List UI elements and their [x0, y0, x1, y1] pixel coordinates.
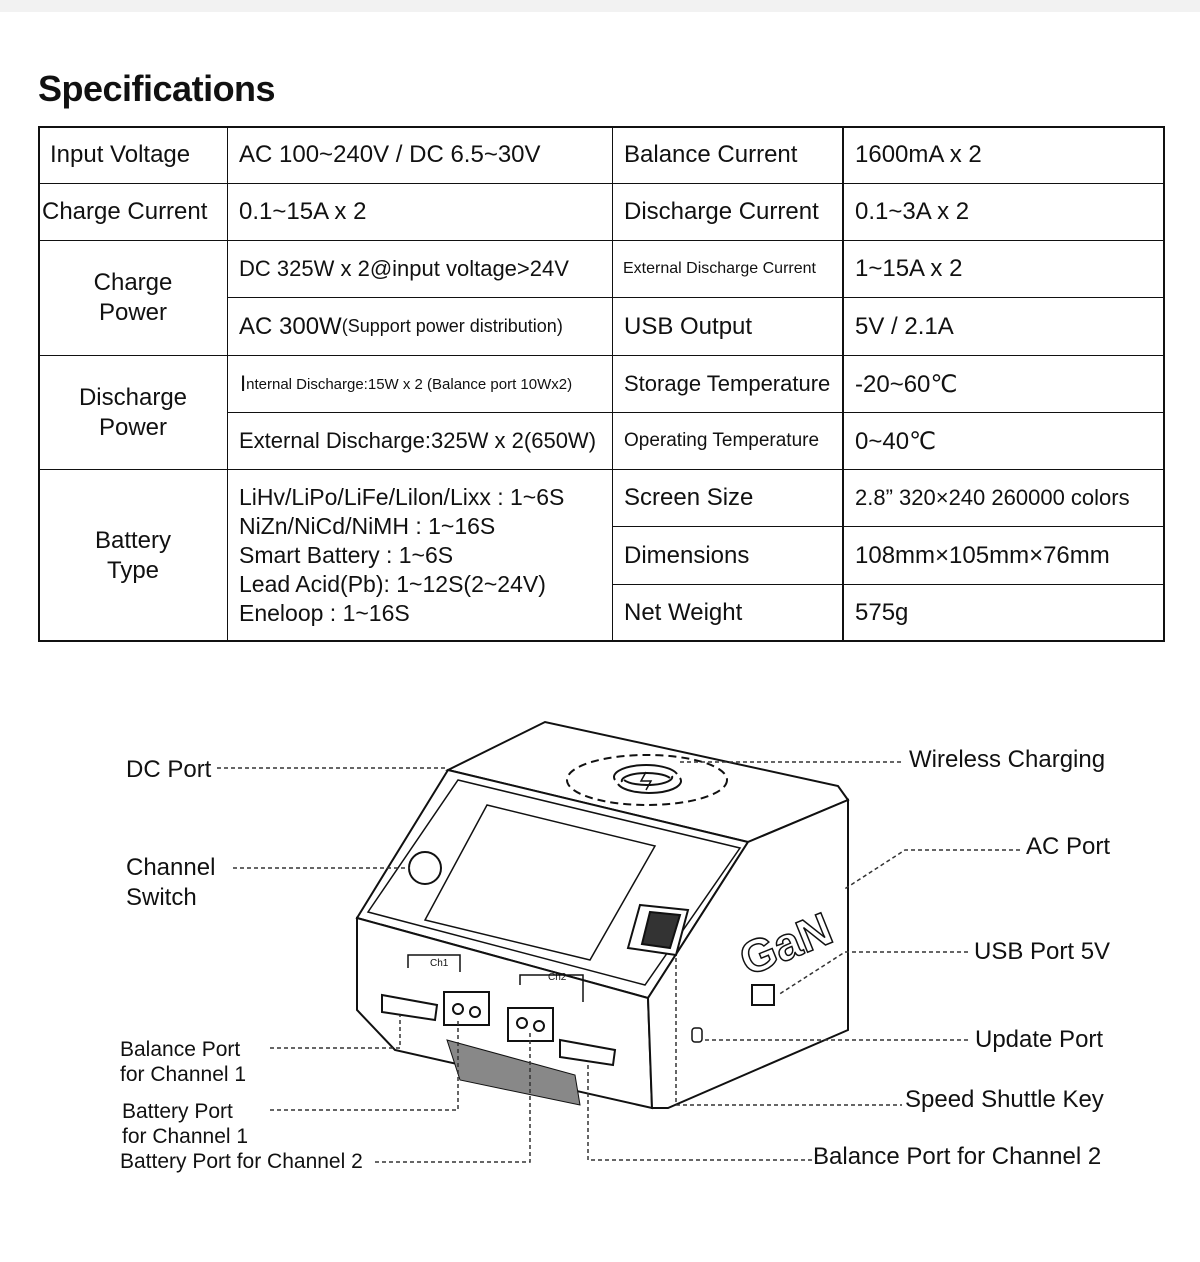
internal-initial: I [240, 371, 247, 396]
charger-body [355, 720, 850, 1110]
spec-value-charge-power-dc: DC 325W x 2@input voltage>24V [227, 240, 613, 298]
label-speed-shuttle-key: Speed Shuttle Key [905, 1086, 1104, 1113]
battery-type-line: Smart Battery : 1~6S [239, 542, 454, 568]
battery-type-line: Lead Acid(Pb): 1~12S(2~24V) [239, 571, 546, 597]
ch1-balance-port [381, 993, 439, 1022]
internal-discharge-text: nternal Discharge:15W x 2 (Balance port … [246, 375, 573, 393]
ch2-label: Ch2 [548, 972, 567, 983]
spec-value-net-weight: 575g [842, 584, 1165, 642]
battery-type-line: LiHv/LiPo/LiFe/Lilon/Lixx : 1~6S [239, 484, 565, 510]
leader-lines [217, 761, 1020, 1163]
battery-type-line: Eneloop : 1~16S [239, 600, 410, 626]
spec-value-battery-type: LiHv/LiPo/LiFe/Lilon/Lixx : 1~6S NiZn/Ni… [227, 469, 613, 642]
ch2-balance-port [559, 1038, 617, 1067]
screen [423, 804, 657, 961]
battery-type-label-text: Battery Type [94, 526, 172, 584]
spec-label-input-voltage: Input Voltage [38, 126, 228, 184]
label-balance-port-ch2: Balance Port for Channel 2 [813, 1143, 1102, 1170]
spec-label-discharge-power: Discharge Power [38, 355, 228, 470]
label-dc-port: DC Port [126, 756, 212, 783]
ac-power-note: (Support power distribution) [341, 316, 563, 336]
spec-value-charge-power-ac: AC 300W(Support power distribution) [227, 297, 613, 356]
wireless-charging-pad [566, 754, 728, 806]
label-wireless-charging: Wireless Charging [909, 746, 1106, 773]
label-balance-port-ch1: Balance Port for Channel 1 [120, 1038, 247, 1086]
spec-value-dimensions: 108mm×105mm×76mm [842, 526, 1165, 585]
usb-port [751, 984, 775, 1006]
ch1-label: Ch1 [430, 958, 449, 969]
ch1-battery-port [443, 991, 490, 1026]
bottom-vent [446, 1039, 581, 1106]
battery-type-line: NiZn/NiCd/NiMH : 1~16S [239, 513, 496, 539]
spec-label-net-weight: Net Weight [612, 584, 843, 642]
discharge-power-label-text: Discharge Power [78, 383, 188, 441]
ac-power-text: AC 300W [239, 312, 342, 340]
spec-value-external-discharge-current: 1~15A x 2 [842, 240, 1165, 298]
spec-label-usb-output: USB Output [612, 297, 843, 356]
speed-shuttle-key [626, 903, 690, 957]
update-port [691, 1027, 703, 1043]
spec-value-storage-temperature: -20~60℃ [842, 355, 1165, 413]
top-strip [0, 0, 1200, 12]
spec-label-charge-power: Charge Power [38, 240, 228, 356]
label-battery-port-ch1: Battery Port for Channel 1 [122, 1100, 249, 1148]
page-title: Specifications [38, 68, 276, 109]
spec-label-balance-current: Balance Current [612, 126, 843, 184]
spec-value-discharge-external: External Discharge:325W x 2(650W) [227, 412, 613, 470]
spec-value-screen-size: 2.8” 320×240 260000 colors [842, 469, 1165, 527]
label-usb-port: USB Port 5V [974, 938, 1111, 965]
charge-power-label-text: Charge Power [93, 269, 173, 326]
label-update-port: Update Port [975, 1026, 1104, 1053]
label-battery-port-ch2: Battery Port for Channel 2 [120, 1150, 363, 1173]
spec-label-battery-type: Battery Type [38, 469, 228, 642]
label-ac-port: AC Port [1026, 833, 1111, 860]
wireless-charging-icon [613, 764, 682, 794]
label-channel-switch: Channel Switch [126, 854, 216, 911]
